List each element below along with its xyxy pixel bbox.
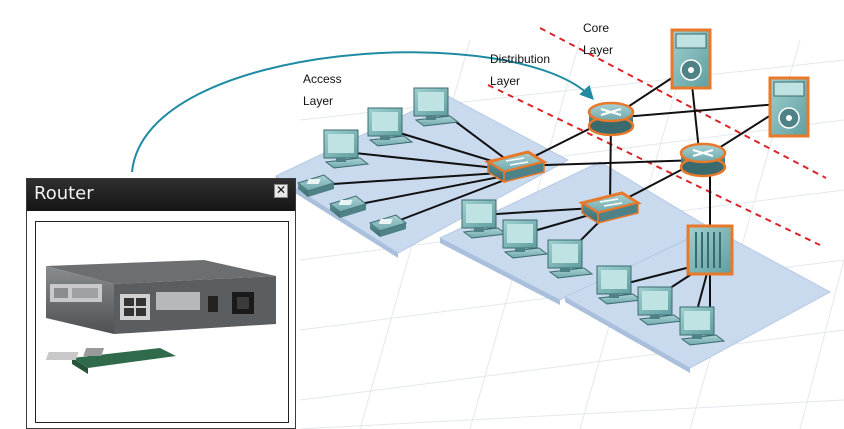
- pc[interactable]: [413, 87, 460, 127]
- access-layer-label: Access Layer: [303, 72, 342, 108]
- popup-title-bar: Router ✕: [27, 179, 295, 211]
- close-icon[interactable]: ✕: [274, 183, 288, 198]
- pc[interactable]: [679, 306, 726, 346]
- ip-phone[interactable]: [328, 195, 368, 218]
- pc[interactable]: [502, 219, 549, 259]
- callout-arrow: [131, 51, 594, 173]
- pc[interactable]: [547, 239, 594, 279]
- access-switch[interactable]: [484, 150, 548, 184]
- popup-title: Router: [34, 183, 94, 204]
- server[interactable]: [686, 224, 734, 276]
- pc[interactable]: [323, 129, 370, 169]
- pc[interactable]: [637, 286, 684, 326]
- pc[interactable]: [596, 265, 643, 305]
- core-floor: [563, 227, 832, 373]
- core-multilayer-switch[interactable]: [768, 76, 810, 138]
- core-multilayer-switch[interactable]: [670, 28, 712, 90]
- distribution-switch[interactable]: [578, 191, 642, 225]
- layer-boundaries: [487, 27, 827, 246]
- router-popup: Router ✕: [26, 178, 296, 429]
- core-layer-label: Core Layer: [583, 21, 614, 57]
- distribution-router[interactable]: [587, 101, 635, 137]
- core-router[interactable]: [679, 142, 727, 178]
- distribution-layer-label: Distribution Layer: [490, 52, 551, 88]
- ip-phone[interactable]: [296, 174, 336, 197]
- router-photo: [45, 260, 276, 374]
- ip-phone[interactable]: [368, 214, 408, 237]
- pc[interactable]: [367, 107, 414, 147]
- router-photo-frame: [35, 221, 289, 423]
